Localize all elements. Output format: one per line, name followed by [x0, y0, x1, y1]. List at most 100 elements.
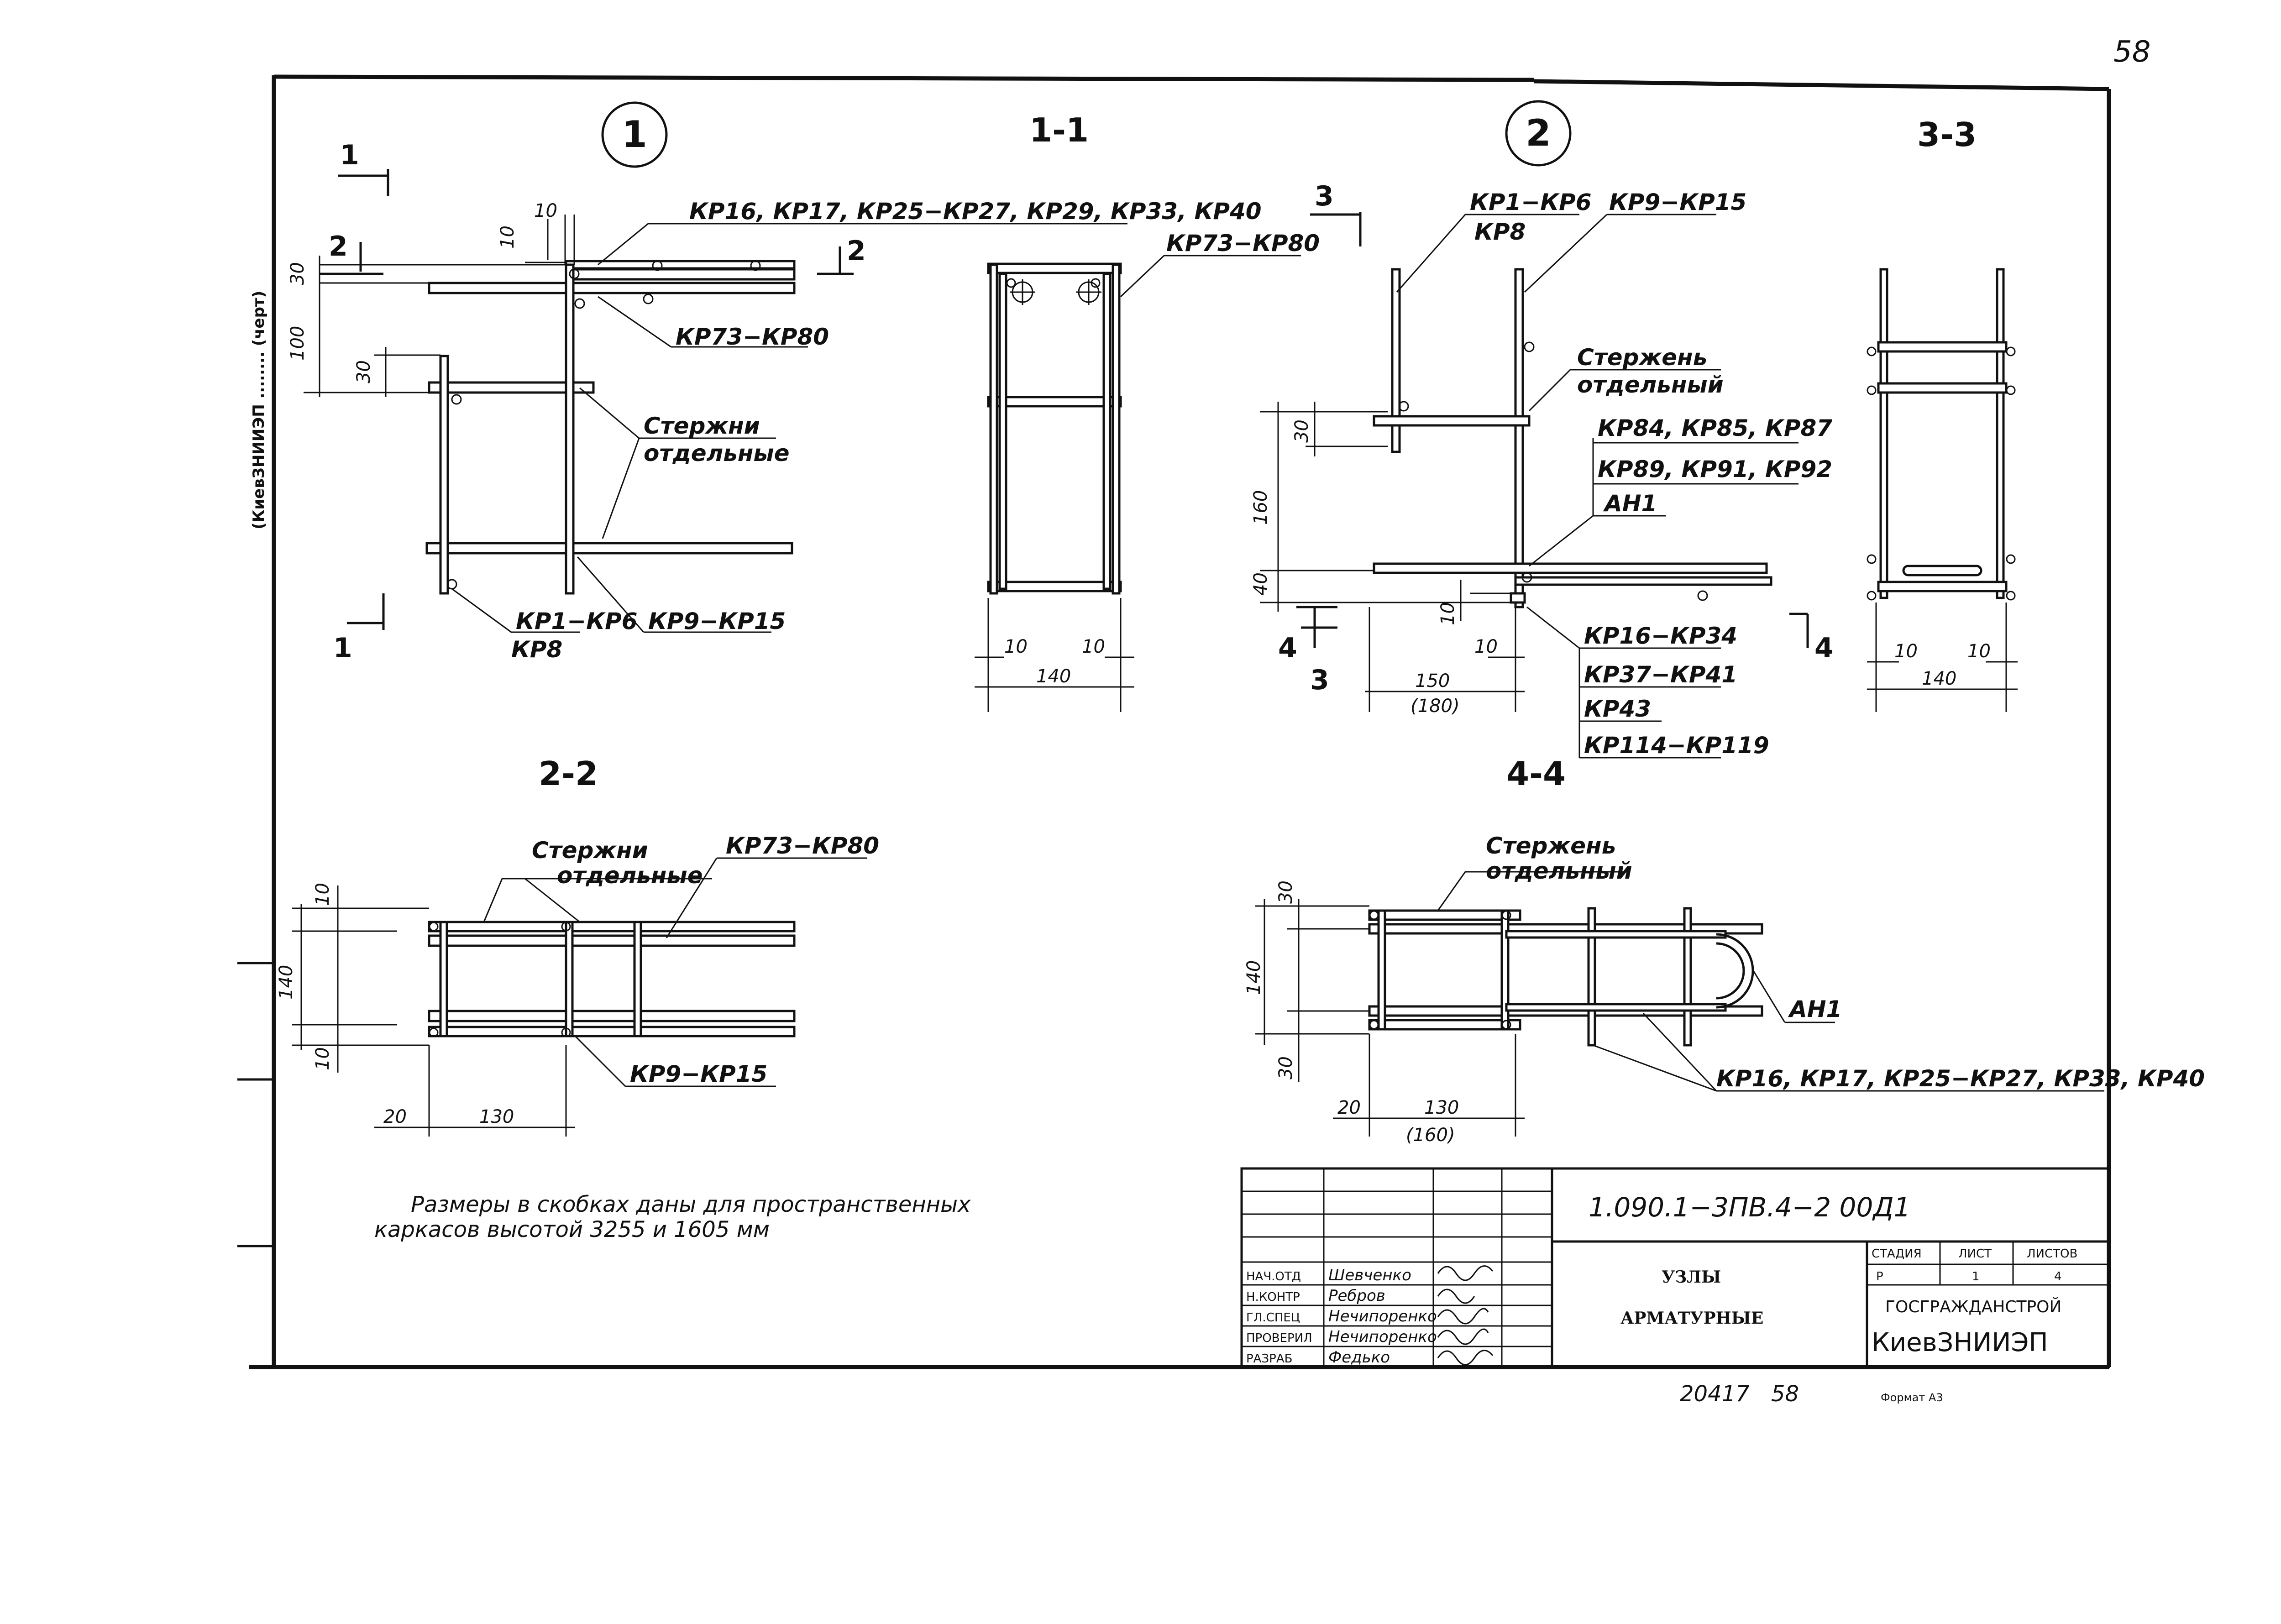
dimension-label: 140: [1243, 960, 1264, 995]
label-kp84-kp87: КР84, КР85, КР87: [1598, 415, 1832, 441]
node-marker-2: 2: [1505, 100, 1572, 167]
cut-mark-2: 2: [329, 231, 348, 262]
inventory-number: 20417: [1680, 1381, 1750, 1407]
node-1-drawing: 1 1 2 2 10 10 30 100 30: [287, 139, 1262, 664]
dimension-label: 10: [534, 200, 557, 221]
role-name: Шевченко: [1328, 1266, 1411, 1284]
node-number: 2: [1526, 112, 1551, 154]
dimension-label: 20: [383, 1106, 407, 1127]
label-otdelnye: отдельные: [557, 862, 703, 889]
role-label: ПРОВЕРИЛ: [1246, 1331, 1312, 1345]
section-title-3-3: 3-3: [1917, 115, 1977, 154]
cut-mark-2: 2: [847, 235, 866, 267]
inventory-page: 58: [1771, 1381, 1799, 1407]
role-label: ГЛ.СПЕЦ: [1246, 1311, 1300, 1325]
dimension-label: 130: [479, 1106, 514, 1127]
title-line-1: УЗЛЫ: [1662, 1268, 1721, 1287]
label-sterzhni: Стержни: [532, 837, 648, 864]
dimension-label: 30: [1291, 419, 1312, 443]
label-kp1-kp6: КР1−КР6: [516, 608, 638, 634]
dimension-label: 10: [1437, 602, 1458, 625]
dimension-label: 150: [1415, 671, 1450, 692]
dimension-label: 100: [287, 326, 308, 361]
node-marker-1: 1: [601, 101, 668, 168]
role-name: Нечипоренко: [1328, 1307, 1437, 1325]
page-number: 58: [2113, 35, 2150, 69]
dimension-label: (160): [1406, 1125, 1455, 1146]
dimension-label: 160: [1250, 490, 1271, 525]
format-mark: Формат А3: [1881, 1391, 1943, 1404]
cut-mark-3: 3: [1315, 180, 1334, 212]
label-sterzhen: Стержень: [1577, 344, 1707, 371]
label-kp73-kp80: КР73−КР80: [726, 833, 879, 859]
stage-value: Р: [1876, 1270, 1883, 1283]
label-otdelnye: отдельные: [644, 440, 790, 466]
dimension-label: 10: [1474, 636, 1498, 657]
organization-2: КиевЗНИИЭП: [1872, 1328, 2048, 1357]
label-kp9-kp15: КР9−КР15: [630, 1061, 767, 1087]
cut-mark-3: 3: [1310, 664, 1329, 696]
cut-mark-4: 4: [1278, 632, 1297, 664]
title-block: 1.090.1−3ПВ.4−2 00Д1 УЗЛЫ АРМАТУРНЫЕ СТА…: [1240, 1167, 2110, 1368]
section-title-1-1: 1-1: [1029, 111, 1089, 149]
label-kp16-kp34: КР16−КР34: [1584, 623, 1737, 649]
label-sterzhen: Стержень: [1486, 833, 1616, 859]
dimension-label: 10: [497, 225, 518, 249]
dimension-label: 10: [1004, 636, 1028, 657]
dimension-label: 140: [276, 965, 297, 1000]
dimension-label: 10: [1894, 641, 1918, 662]
dimension-label: 30: [353, 360, 374, 383]
dimension-label: 10: [1082, 636, 1105, 657]
role-label: Н.КОНТР: [1246, 1290, 1300, 1304]
role-name: Нечипоренко: [1328, 1328, 1437, 1346]
dimension-label: 30: [287, 262, 308, 285]
role-name: Ребров: [1328, 1287, 1385, 1305]
sheet-header: ЛИСТ: [1958, 1247, 1992, 1261]
dimension-label: 130: [1424, 1097, 1459, 1118]
side-stamp: (КиевЗНИИЭП ........ (черт): [250, 291, 268, 529]
label-kp37-kp41: КР37−КР41: [1584, 661, 1737, 688]
label-kp16-kp40: КР16, КР17, КР25−КР27, КР33, КР40: [1716, 1065, 2205, 1092]
label-kp8: КР8: [511, 636, 562, 663]
note-line-2: каркасов высотой 3255 и 1605 мм: [374, 1217, 770, 1242]
cut-mark-1: 1: [333, 632, 352, 664]
role-label: РАЗРАБ: [1246, 1352, 1292, 1366]
section-title-2-2: 2-2: [539, 754, 598, 793]
dimension-label: 30: [1275, 1056, 1296, 1079]
stage-header: СТАДИЯ: [1872, 1247, 1922, 1261]
label-otdelny: отдельный: [1577, 372, 1724, 398]
section-3-3-drawing: 10 10 140: [1867, 268, 2018, 712]
section-2-2-drawing: 10 140 10 20 130 Стержни отдельные КР73−…: [276, 833, 879, 1137]
label-an1: АН1: [1603, 490, 1657, 517]
label-kp43: КР43: [1584, 696, 1651, 722]
section-title-4-4: 4-4: [1506, 754, 1566, 793]
cut-mark-4: 4: [1814, 632, 1834, 664]
label-kp8: КР8: [1474, 219, 1526, 245]
sheets-value: 4: [2054, 1270, 2062, 1283]
node-number: 1: [622, 113, 647, 156]
organization-1: ГОСГРАЖДАНСТРОЙ: [1885, 1297, 2061, 1316]
dimension-label: 140: [1922, 668, 1956, 689]
dimension-label: 10: [312, 1047, 333, 1070]
dimension-label: 140: [1036, 666, 1071, 687]
dimension-label: 10: [1967, 641, 1991, 662]
label-otdelny: отдельный: [1486, 858, 1632, 884]
role-name: Федько: [1328, 1348, 1390, 1367]
label-kp9-kp15: КР9−КР15: [648, 608, 786, 634]
label-kp73-kp80: КР73−КР80: [1166, 230, 1320, 257]
label-kp114-kp119: КР114−КР119: [1584, 732, 1769, 759]
label-kp9-kp15: КР9−КР15: [1609, 189, 1746, 215]
note-line-1: Размеры в скобках даны для пространствен…: [411, 1192, 971, 1217]
dimension-label: 40: [1250, 572, 1271, 596]
dimension-label: 30: [1275, 880, 1296, 904]
dimension-label: (180): [1411, 696, 1460, 717]
dimension-label: 10: [312, 883, 333, 906]
label-kp73-kp80: КР73−КР80: [676, 324, 829, 350]
label-kp16-kp40: КР16, КР17, КР25−КР27, КР29, КР33, КР40: [689, 198, 1262, 225]
cut-mark-1: 1: [340, 139, 359, 171]
label-kp89-kp92: КР89, КР91, КР92: [1598, 456, 1832, 482]
dimension-label: 20: [1337, 1097, 1361, 1118]
label-sterzhni: Стержни: [644, 413, 760, 439]
node-2-drawing: 3 3 4 4 30 160 40 10 10 150 (180): [1250, 180, 1834, 759]
